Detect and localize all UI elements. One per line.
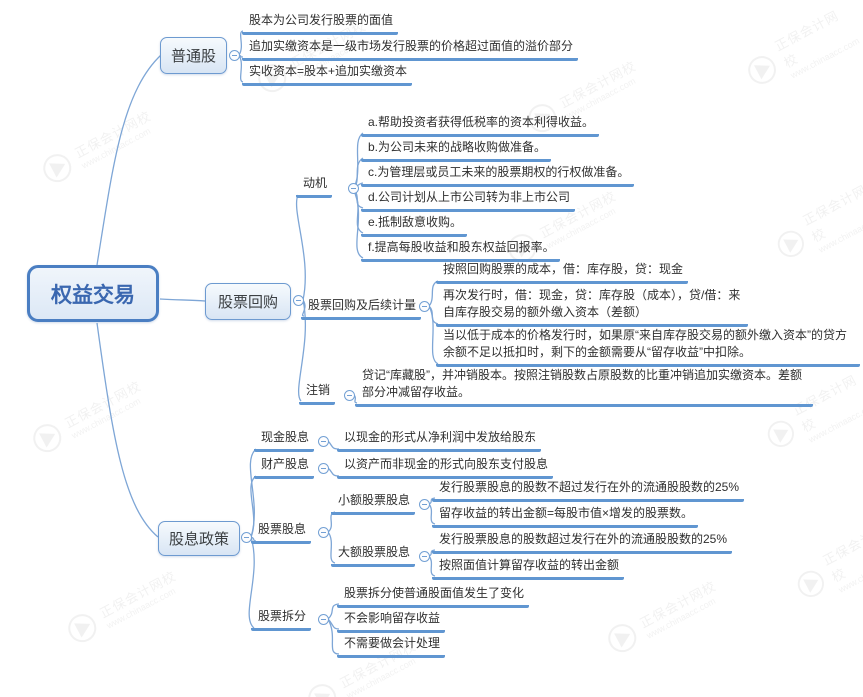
- watermark-brand: 正保会计网校: [72, 107, 154, 161]
- collapse-icon[interactable]: [318, 527, 329, 538]
- brand-logo-icon: [767, 420, 794, 447]
- node-large-stock-dividend[interactable]: 大额股票股息: [331, 545, 416, 567]
- minus-glyph: [296, 300, 301, 301]
- watermark-url: www.chinaacc.com: [79, 125, 152, 171]
- node-common-stock[interactable]: 普通股: [160, 37, 227, 74]
- node-property-dividend[interactable]: 财产股息: [254, 457, 315, 479]
- minus-glyph: [321, 619, 326, 620]
- minus-glyph: [422, 504, 427, 505]
- node-root[interactable]: 权益交易: [27, 265, 159, 322]
- collapse-icon[interactable]: [348, 183, 359, 194]
- brand-logo-icon: [777, 230, 804, 257]
- brand-logo-icon: [797, 570, 824, 597]
- node-leaf[interactable]: 按照回购股票的成本，借：库存股，贷：现金: [436, 262, 689, 284]
- collapse-icon[interactable]: [318, 436, 329, 447]
- node-leaf[interactable]: 以资产而非现金的形式向股东支付股息: [337, 457, 554, 479]
- node-leaf[interactable]: f.提高每股收益和股东权益回报率。: [361, 240, 560, 262]
- minus-glyph: [321, 532, 326, 533]
- node-leaf[interactable]: d.公司计划从上市公司转为非上市公司: [361, 190, 576, 212]
- brand-logo-icon: [68, 614, 97, 643]
- collapse-icon[interactable]: [419, 551, 430, 562]
- node-leaf[interactable]: 再次发行时，借：现金，贷：库存股（成本），贷/借：来自库存股交易的额外缴入资本（…: [436, 287, 748, 327]
- node-leaf[interactable]: 留存收益的转出金额=每股市值×增发的股票数。: [432, 506, 699, 528]
- node-leaf[interactable]: 追加实缴资本是一级市场发行股票的价格超过面值的溢价部分: [242, 39, 579, 61]
- collapse-icon[interactable]: [241, 532, 252, 543]
- collapse-icon[interactable]: [419, 301, 430, 312]
- collapse-icon[interactable]: [344, 390, 355, 401]
- node-leaf[interactable]: e.抵制敌意收购。: [361, 215, 468, 237]
- collapse-icon[interactable]: [293, 295, 304, 306]
- minus-glyph: [232, 55, 237, 56]
- node-cash-dividend[interactable]: 现金股息: [254, 430, 315, 452]
- node-leaf[interactable]: 不会影响留存收益: [337, 611, 446, 633]
- node-leaf[interactable]: 按照面值计算留存收益的转出金额: [432, 558, 625, 580]
- collapse-icon[interactable]: [419, 499, 430, 510]
- minus-glyph: [244, 537, 249, 538]
- node-leaf[interactable]: b.为公司未来的战略收购做准备。: [361, 140, 552, 162]
- node-leaf[interactable]: 实收资本=股本+追加实缴资本: [242, 64, 413, 86]
- node-small-stock-dividend[interactable]: 小额股票股息: [331, 493, 416, 515]
- minus-glyph: [422, 306, 427, 307]
- node-leaf[interactable]: 股票拆分使普通股面值发生了变化: [337, 586, 530, 608]
- minus-glyph: [321, 441, 326, 442]
- node-retirement[interactable]: 注销: [299, 383, 336, 405]
- node-repurchase-measurement[interactable]: 股票回购及后续计量: [301, 298, 422, 320]
- brand-logo-icon: [33, 424, 62, 453]
- minus-glyph: [347, 395, 352, 396]
- node-leaf[interactable]: 不需要做会计处理: [337, 636, 446, 658]
- node-leaf[interactable]: c.为管理层或员工未来的股票期权的行权做准备。: [361, 165, 635, 187]
- brand-logo-icon: [748, 56, 776, 84]
- collapse-icon[interactable]: [318, 614, 329, 625]
- node-dividend-policy[interactable]: 股息政策: [158, 521, 240, 556]
- node-motivation[interactable]: 动机: [296, 176, 333, 198]
- node-stock-split[interactable]: 股票拆分: [251, 609, 312, 631]
- root-label: 权益交易: [51, 283, 135, 307]
- node-stock-repurchase[interactable]: 股票回购: [205, 283, 291, 320]
- node-stock-dividend[interactable]: 股票股息: [251, 522, 312, 544]
- minus-glyph: [351, 188, 356, 189]
- brand-logo-icon: [43, 154, 72, 183]
- brand-logo-icon: [608, 624, 637, 653]
- node-leaf[interactable]: 股本为公司发行股票的面值: [242, 13, 399, 35]
- node-leaf[interactable]: 发行股票股息的股数不超过发行在外的流通股股数的25%: [432, 480, 745, 502]
- minus-glyph: [422, 556, 427, 557]
- node-leaf[interactable]: a.帮助投资者获得低税率的资本利得收益。: [361, 115, 600, 137]
- minus-glyph: [321, 468, 326, 469]
- node-leaf[interactable]: 贷记“库藏股”，并冲销股本。按照注销股数占原股数的比重冲销追加实缴资本。差额部分…: [355, 367, 813, 407]
- brand-logo-icon: [308, 684, 337, 697]
- node-leaf[interactable]: 以现金的形式从净利润中发放给股东: [337, 430, 542, 452]
- collapse-icon[interactable]: [318, 463, 329, 474]
- node-leaf[interactable]: 发行股票股息的股数超过发行在外的流通股股数的25%: [432, 532, 733, 554]
- collapse-icon[interactable]: [229, 50, 240, 61]
- node-leaf[interactable]: 当以低于成本的价格发行时，如果原“来自库存股交易的额外缴入资本”的贷方余额不足以…: [436, 327, 860, 367]
